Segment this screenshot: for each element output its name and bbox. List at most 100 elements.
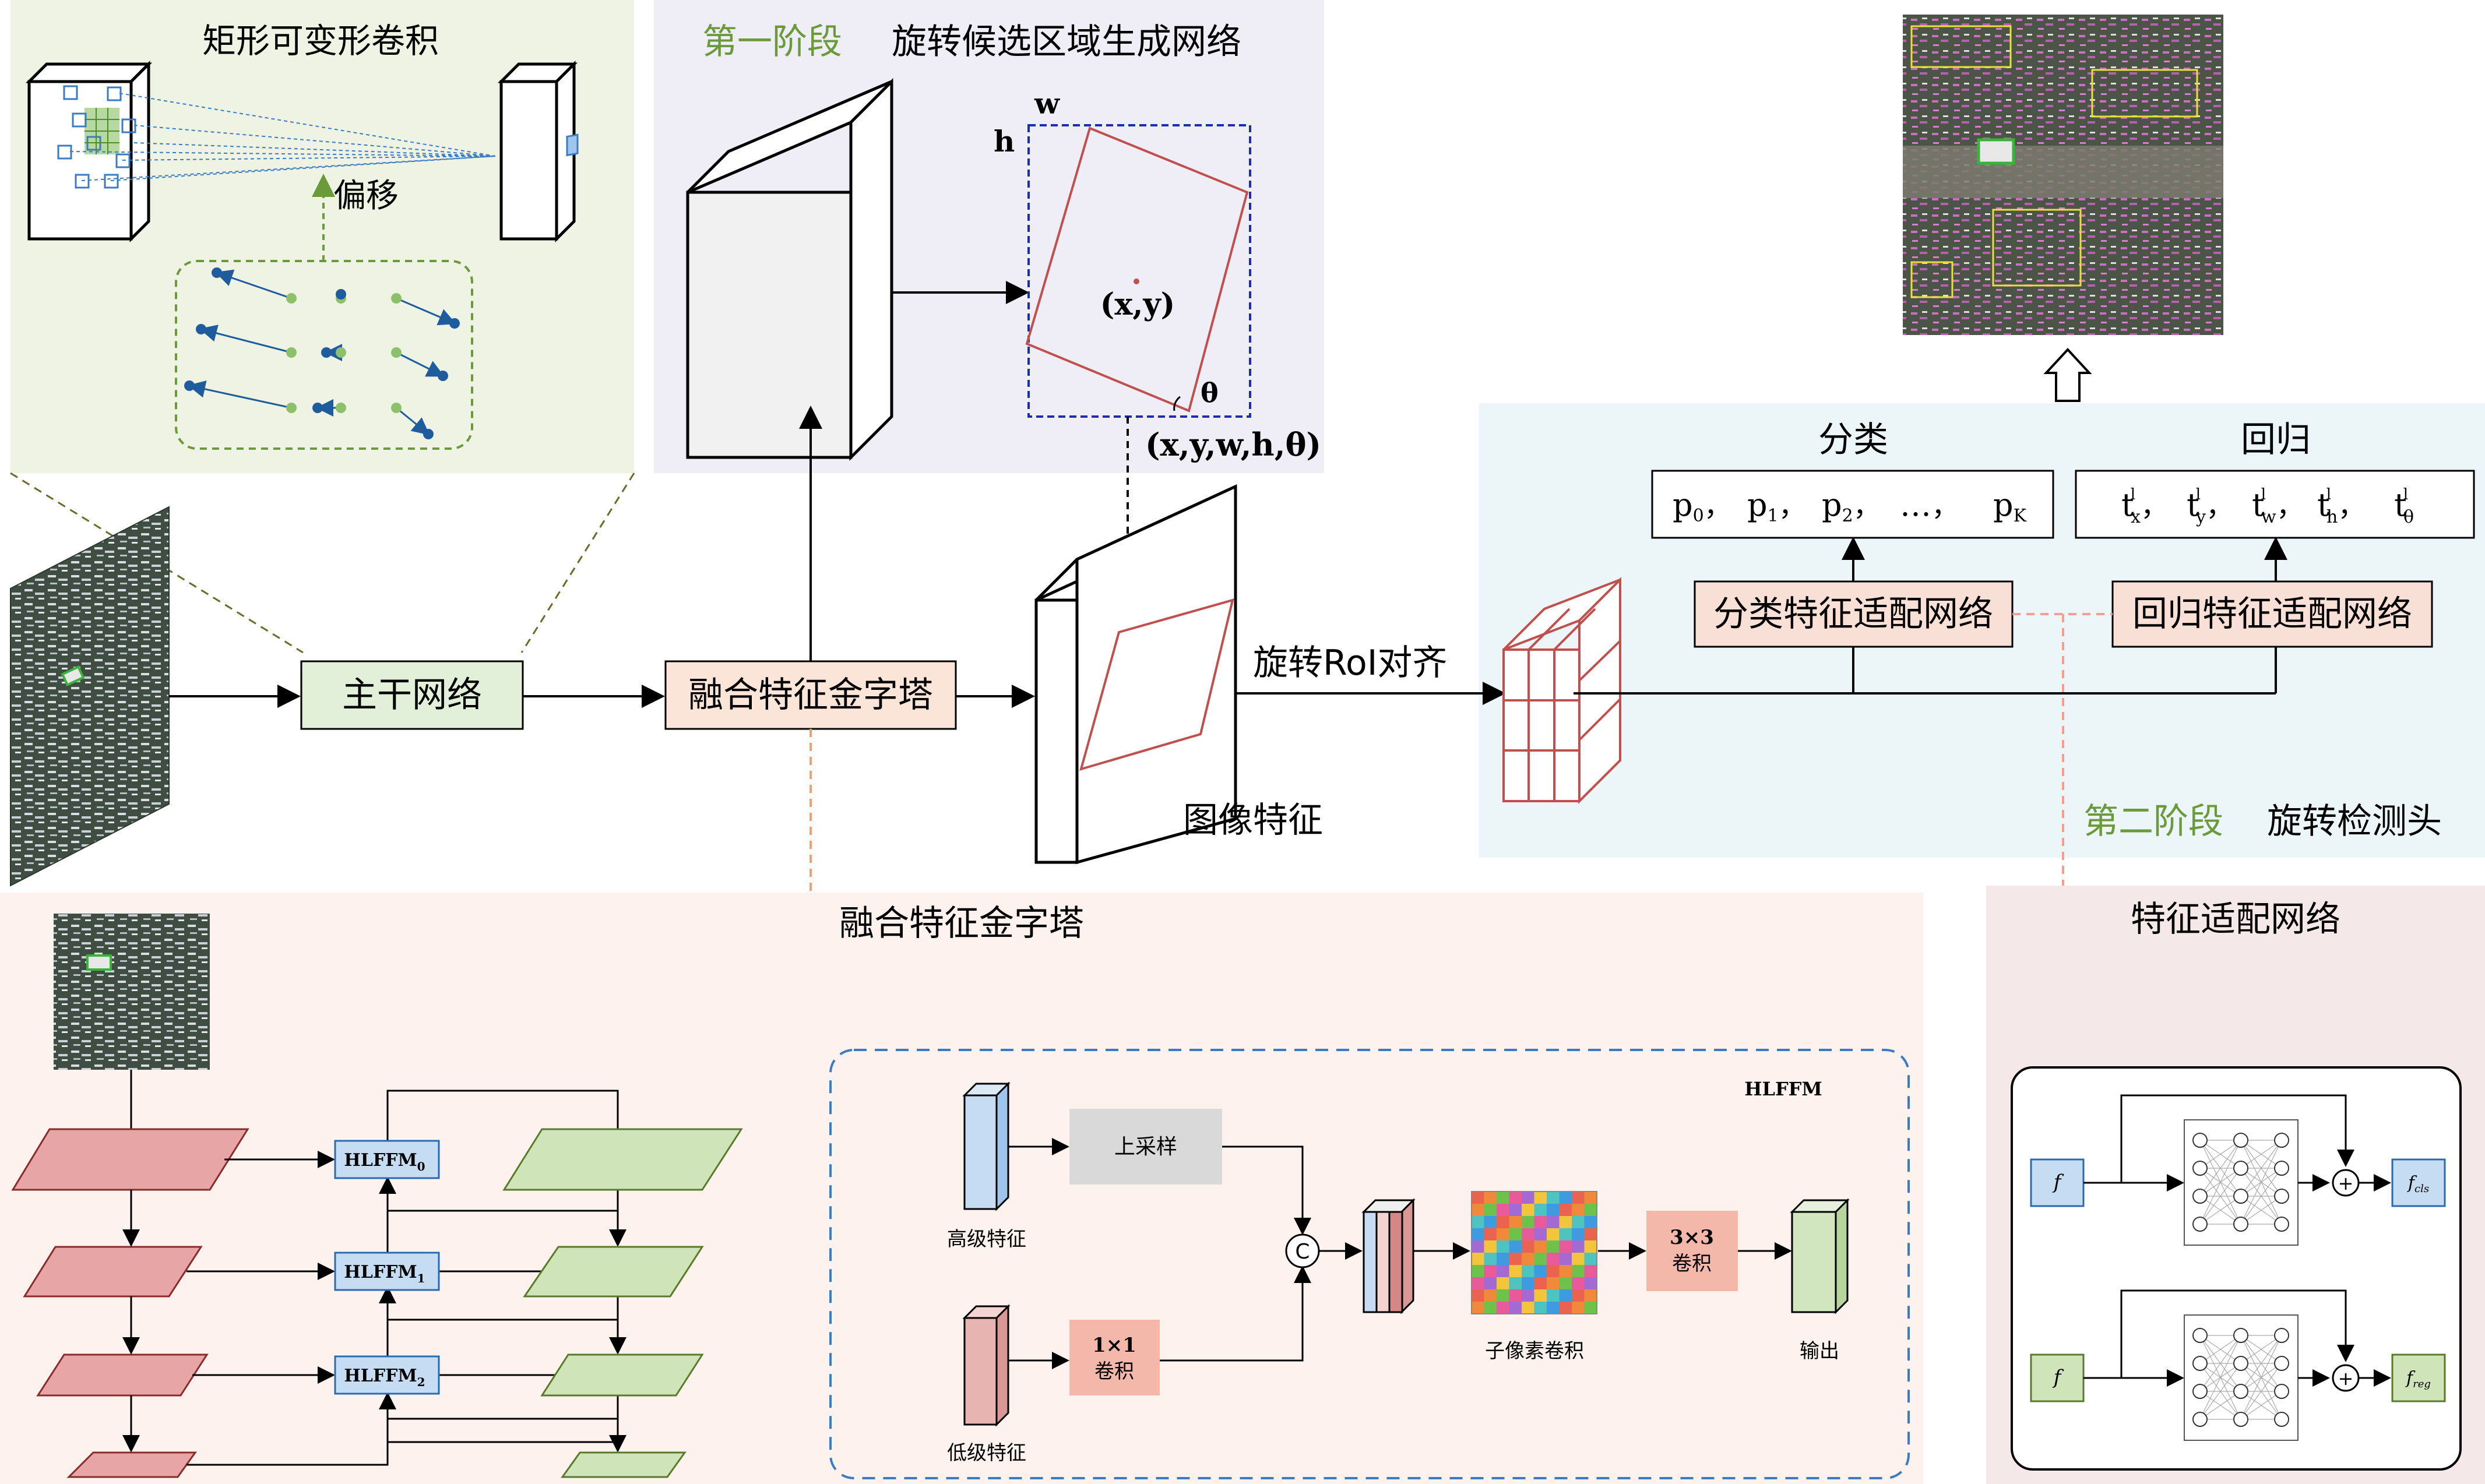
hlffm-2-base: HLFFM xyxy=(344,1366,417,1386)
pyramid-panel xyxy=(0,893,1923,1484)
subpixel-cell xyxy=(1572,1277,1585,1289)
subpixel-cell xyxy=(1547,1253,1560,1265)
proposal-h: h xyxy=(994,124,1015,158)
mlp-node xyxy=(2274,1356,2289,1371)
deform-title: 矩形可变形卷积 xyxy=(202,21,439,61)
hlffm-2-sub: 2 xyxy=(417,1375,425,1389)
subpixel-cell xyxy=(1509,1277,1522,1289)
deform-sampling-rays xyxy=(69,93,496,181)
subpixel-cell xyxy=(1547,1277,1560,1289)
subpixel-cell xyxy=(1534,1277,1547,1289)
subpixel-cell xyxy=(1497,1216,1509,1228)
adapt-reg-plus: + xyxy=(2338,1367,2354,1390)
conv3-box xyxy=(1646,1211,1738,1291)
mlp-node xyxy=(2233,1161,2248,1176)
adapt-cls-out-sub: cls xyxy=(2414,1183,2429,1195)
mlp-node xyxy=(2192,1217,2208,1232)
subpixel-cell xyxy=(1484,1228,1497,1240)
fused-level-0 xyxy=(502,1128,743,1191)
subpixel-cell xyxy=(1547,1302,1560,1314)
subpixel-cell xyxy=(1534,1253,1547,1265)
cls-probabilities: p0，p1，p2，…，pK xyxy=(1673,487,2027,526)
subpixel-cell xyxy=(1572,1289,1585,1302)
fused-level-1 xyxy=(523,1246,704,1298)
subpixel-grid-border xyxy=(1471,1191,1597,1314)
subpixel-cell xyxy=(1547,1228,1560,1240)
cls-prob-0: p0， xyxy=(1673,487,1732,526)
subpixel-cell xyxy=(1522,1228,1534,1240)
subpixel-label: 子像素卷积 xyxy=(1485,1340,1584,1363)
mlp-edge xyxy=(2240,1363,2282,1420)
subpixel-cell xyxy=(1547,1216,1560,1228)
mlp-node xyxy=(2274,1412,2289,1427)
subpixel-cell xyxy=(1522,1277,1534,1289)
reg-adapt-label: 回归特征适配网络 xyxy=(2132,594,2412,635)
subpixel-cell xyxy=(1472,1253,1484,1265)
backbone-label: 主干网络 xyxy=(342,675,482,715)
subpixel-cell xyxy=(1472,1289,1484,1302)
subpixel-cell xyxy=(1534,1204,1547,1216)
mlp-node xyxy=(2192,1328,2208,1343)
subpixel-cell xyxy=(1547,1289,1560,1302)
subpixel-cell xyxy=(1559,1240,1572,1253)
mlp-edge xyxy=(2240,1391,2282,1420)
image-feature-slab xyxy=(1034,484,1237,891)
subpixel-cell xyxy=(1584,1204,1597,1216)
upsample-to-concat xyxy=(1222,1145,1311,1235)
cls-prob-1: p1， xyxy=(1747,487,1807,526)
subpixel-cell xyxy=(1484,1204,1497,1216)
subpixel-cell xyxy=(1559,1228,1572,1240)
stage1-tag: 第一阶段 xyxy=(702,22,842,62)
subpixel-cell xyxy=(1509,1253,1522,1265)
mlp-node xyxy=(2233,1356,2248,1371)
mlp-edge xyxy=(2199,1140,2241,1197)
stage2-tag: 第二阶段 xyxy=(2083,801,2223,842)
subpixel-cell xyxy=(1534,1228,1547,1240)
conv1-box xyxy=(1069,1320,1160,1395)
result-aerial-image xyxy=(1903,15,2223,335)
subpixel-cell xyxy=(1497,1265,1509,1277)
fused-level-3 xyxy=(561,1451,687,1478)
subpixel-cell xyxy=(1472,1302,1484,1314)
cls-prob-2: p2， xyxy=(1822,487,1881,526)
subpixel-cell xyxy=(1509,1302,1522,1314)
subpixel-cell xyxy=(1559,1265,1572,1277)
hlffm-box-0: HLFFM0 xyxy=(334,1140,440,1179)
mlp-edge xyxy=(2240,1196,2282,1225)
subpixel-cell xyxy=(1497,1228,1509,1240)
fpn-box xyxy=(664,660,957,730)
mlp-edge xyxy=(2240,1168,2282,1225)
subpixel-grid xyxy=(1471,1191,1597,1314)
reg-output-box xyxy=(2075,470,2475,539)
cls-title: 分类 xyxy=(1818,420,1888,460)
stage1-title: 旋转候选区域生成网络 xyxy=(892,22,1241,62)
theta-label: θ xyxy=(1201,377,1219,408)
svg-text:HLFFM2: HLFFM2 xyxy=(344,1366,425,1389)
subpixel-cell xyxy=(1572,1216,1585,1228)
svg-text:HLFFM0: HLFFM0 xyxy=(344,1150,425,1173)
mlp-edge xyxy=(2199,1335,2241,1392)
mlp-node xyxy=(2274,1189,2289,1204)
subpixel-cell xyxy=(1584,1240,1597,1253)
subpixel-cell xyxy=(1584,1277,1597,1289)
mlp-edge xyxy=(2199,1140,2241,1169)
subpixel-cell xyxy=(1484,1289,1497,1302)
subpixel-cell xyxy=(1584,1302,1597,1314)
mlp-node xyxy=(2274,1328,2289,1343)
subpixel-cell xyxy=(1559,1289,1572,1302)
subpixel-cell xyxy=(1497,1302,1509,1314)
conv1-label-a: 1×1 xyxy=(1092,1334,1136,1357)
hlffm-0-sub: 0 xyxy=(417,1159,425,1173)
subpixel-cell xyxy=(1559,1204,1572,1216)
conv1-label-b: 卷积 xyxy=(1094,1360,1134,1383)
roi-grid xyxy=(1502,577,1621,804)
proposal-w: w xyxy=(1034,86,1061,121)
hollow-up-arrow xyxy=(2043,348,2092,402)
subpixel-cell xyxy=(1522,1253,1534,1265)
subpixel-cell xyxy=(1522,1204,1534,1216)
backbone-level-2 xyxy=(36,1353,209,1397)
